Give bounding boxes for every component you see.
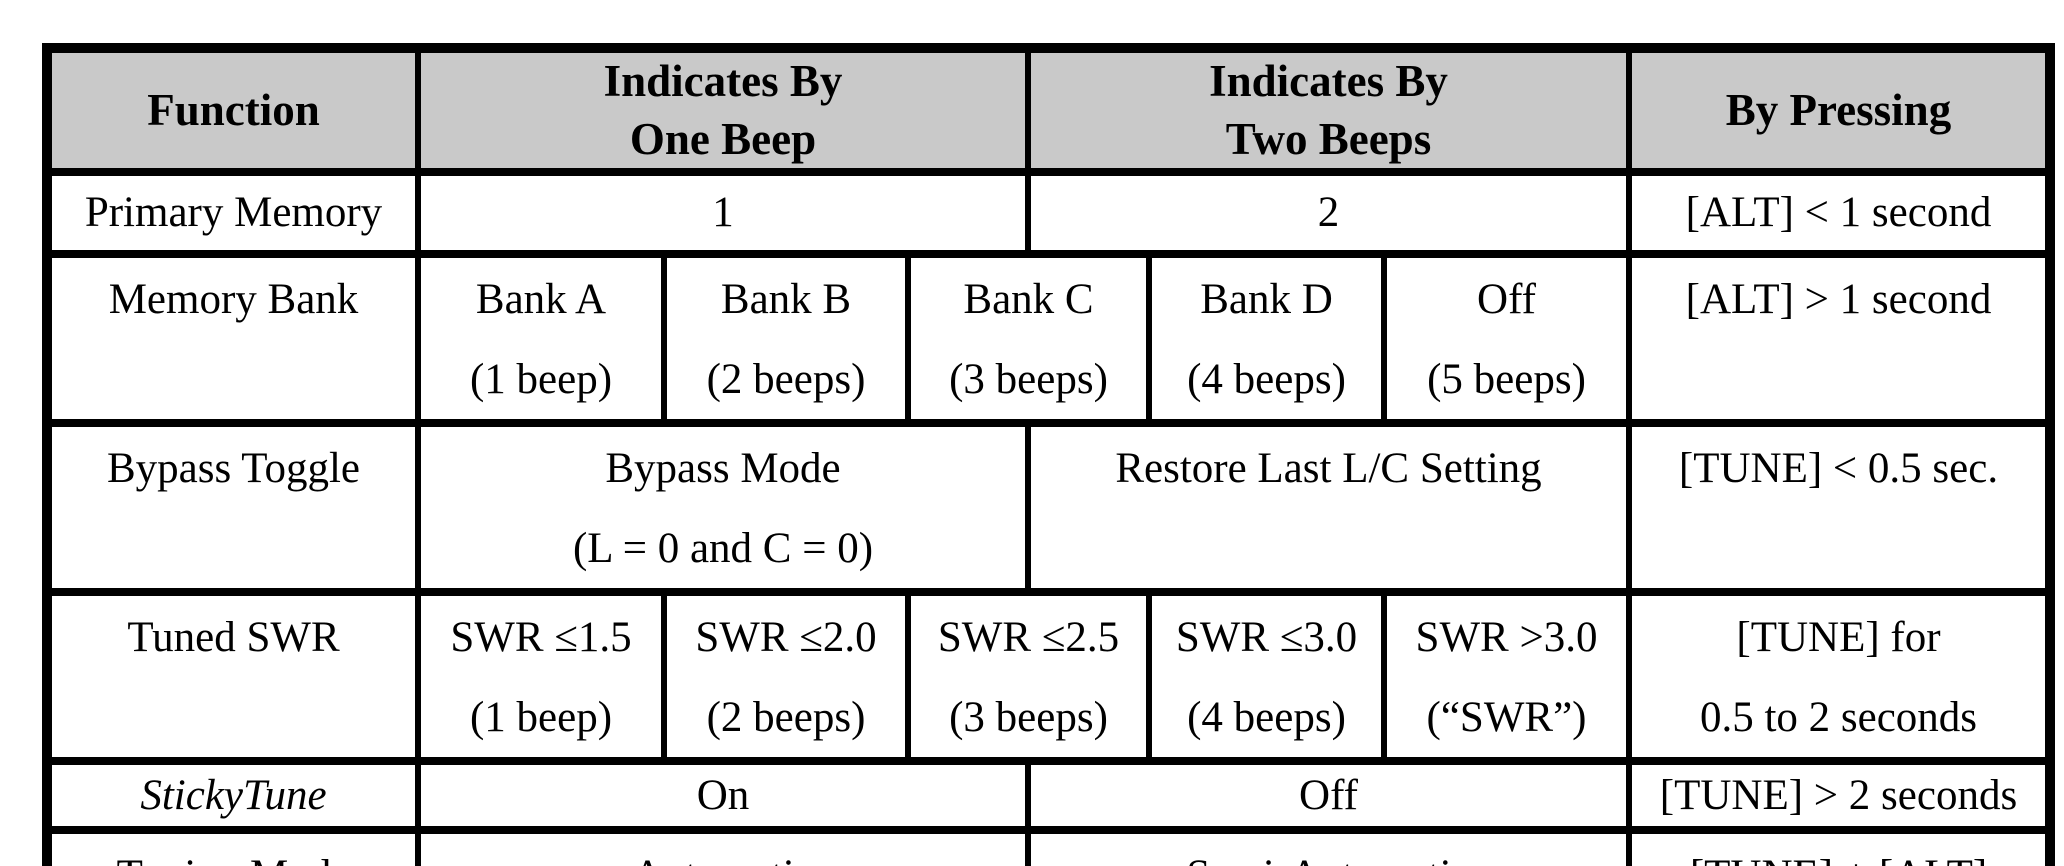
header-two-beeps: Indicates By Two Beeps — [1025, 43, 1632, 177]
function-label: Tuned SWR — [44, 588, 421, 766]
function-label: Tuning Mode — [44, 826, 421, 866]
header-function: Function — [44, 43, 421, 177]
header-one-beep: Indicates By One Beep — [415, 43, 1031, 177]
table-row-stickytune: StickyTune On Off [TUNE] > 2 seconds — [44, 757, 2053, 835]
swr-3-cell: SWR ≤2.5 (3 beeps) — [905, 588, 1152, 766]
by-pressing-cell: [ALT] > 1 second — [1626, 250, 2053, 428]
two-beeps-cell: Restore Last L/C Setting — [1025, 419, 1632, 597]
function-label: StickyTune — [44, 757, 421, 835]
bank-c-cell: Bank C (3 beeps) — [905, 250, 1152, 428]
bank-a-cell: Bank A (1 beep) — [415, 250, 667, 428]
swr-1-cell: SWR ≤1.5 (1 beep) — [415, 588, 667, 766]
by-pressing-cell: [TUNE] < 0.5 sec. — [1626, 419, 2053, 597]
function-label: Memory Bank — [44, 250, 421, 428]
one-beep-cell: Bypass Mode (L = 0 and C = 0) — [415, 419, 1031, 597]
function-reference-table: Function Indicates By One Beep Indicates… — [42, 43, 2055, 866]
one-beep-cell: Automatic — [415, 826, 1031, 866]
by-pressing-cell: [TUNE] for 0.5 to 2 seconds — [1626, 588, 2053, 766]
table-row-tuning-mode: Tuning Mode Automatic Semi-Automatic [TU… — [44, 826, 2053, 866]
function-label: Bypass Toggle — [44, 419, 421, 597]
two-beeps-cell: Semi-Automatic — [1025, 826, 1632, 866]
header-row: Function Indicates By One Beep Indicates… — [44, 43, 2053, 177]
swr-2-cell: SWR ≤2.0 (2 beeps) — [661, 588, 911, 766]
one-beep-cell: On — [415, 757, 1031, 835]
bank-off-cell: Off (5 beeps) — [1381, 250, 1632, 428]
two-beeps-cell: 2 — [1025, 168, 1632, 259]
table-row-primary-memory: Primary Memory 1 2 [ALT] < 1 second — [44, 168, 2053, 259]
table-row-bypass-toggle: Bypass Toggle Bypass Mode (L = 0 and C =… — [44, 419, 2053, 597]
swr-5-cell: SWR >3.0 (“SWR”) — [1381, 588, 1632, 766]
swr-4-cell: SWR ≤3.0 (4 beeps) — [1146, 588, 1387, 766]
table-row-tuned-swr: Tuned SWR SWR ≤1.5 (1 beep) SWR ≤2.0 (2 … — [44, 588, 2053, 766]
by-pressing-cell: [ALT] < 1 second — [1626, 168, 2053, 259]
table-row-memory-bank: Memory Bank Bank A (1 beep) Bank B (2 be… — [44, 250, 2053, 428]
bank-b-cell: Bank B (2 beeps) — [661, 250, 911, 428]
one-beep-cell: 1 — [415, 168, 1031, 259]
header-by-pressing: By Pressing — [1626, 43, 2053, 177]
by-pressing-cell: [TUNE] > 2 seconds — [1626, 757, 2053, 835]
by-pressing-cell: [TUNE] + [ALT] — [1626, 826, 2053, 866]
bank-d-cell: Bank D (4 beeps) — [1146, 250, 1387, 428]
function-label: Primary Memory — [44, 168, 421, 259]
two-beeps-cell: Off — [1025, 757, 1632, 835]
